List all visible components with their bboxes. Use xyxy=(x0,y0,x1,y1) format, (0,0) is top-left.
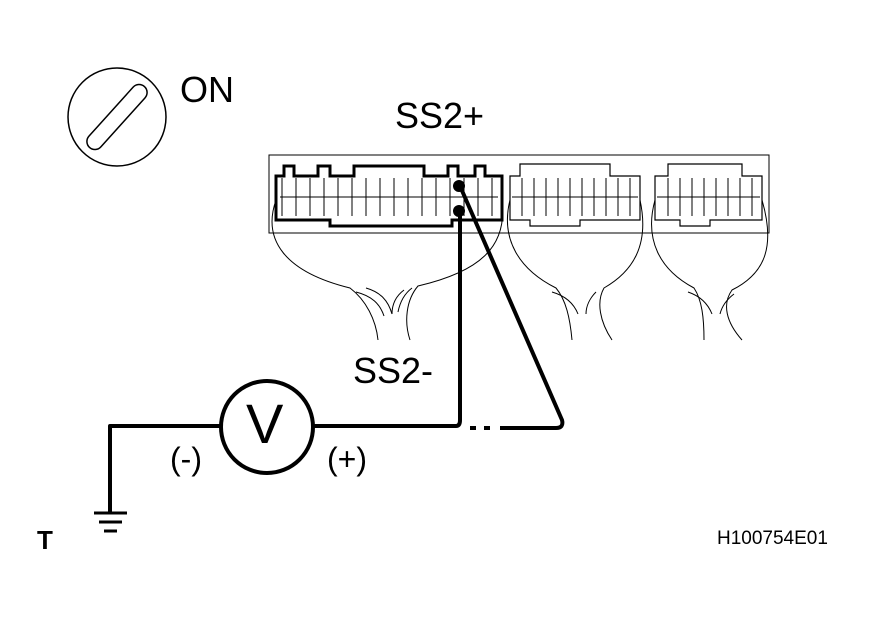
ss2-minus-terminal-dot xyxy=(453,205,465,217)
ecu-connector xyxy=(268,154,770,234)
ss2-minus-label: SS2- xyxy=(353,350,434,391)
figure-code: H100754E01 xyxy=(717,528,828,549)
ss2-plus-terminal-dot xyxy=(453,180,465,192)
positive-probe-label: (+) xyxy=(327,441,367,477)
ignition-switch-icon xyxy=(67,67,167,167)
voltmeter-icon xyxy=(219,379,315,475)
ss2-plus-lead xyxy=(458,185,565,430)
test-leads xyxy=(108,185,565,512)
ignition-on-label: ON xyxy=(180,69,234,110)
negative-lead xyxy=(108,424,222,512)
wire-harness xyxy=(271,199,769,341)
ground-label: T xyxy=(37,525,53,555)
negative-probe-label: (-) xyxy=(170,441,202,477)
voltmeter-symbol: V xyxy=(246,392,284,455)
ss2-plus-label: SS2+ xyxy=(395,95,485,136)
ss2-minus-lead xyxy=(312,211,462,428)
ground-icon xyxy=(94,511,127,533)
